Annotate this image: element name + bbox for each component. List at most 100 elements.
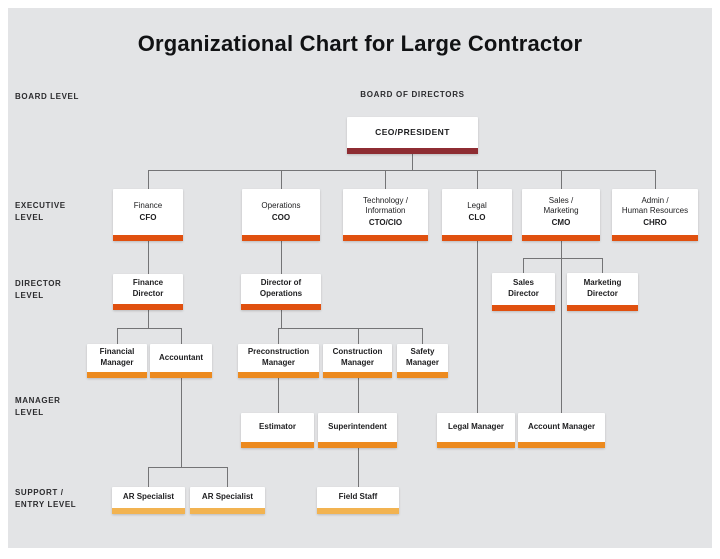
level-bar	[318, 442, 397, 448]
connector-line	[523, 258, 524, 273]
level-bar	[397, 372, 448, 378]
level-bar	[112, 508, 185, 514]
org-node-field-staff: Field Staff	[317, 487, 399, 514]
level-bar	[442, 235, 512, 241]
connector-line	[523, 258, 602, 259]
level-bar	[113, 235, 183, 241]
org-node-safety-manager: Safety Manager	[397, 344, 448, 378]
connector-line	[278, 328, 423, 329]
node-role: CHRO	[643, 217, 667, 227]
connector-line	[148, 310, 149, 328]
level-label-manager: MANAGER LEVEL	[15, 396, 61, 417]
org-node-ceo-president: CEO/PRESIDENT	[347, 117, 478, 154]
node-label: AR Specialist	[122, 492, 175, 502]
org-node-operations-coo: Operations COO	[242, 189, 320, 241]
connector-line	[561, 241, 562, 413]
level-label-director: DIRECTOR LEVEL	[15, 279, 62, 300]
level-bar	[190, 508, 265, 514]
node-department: Finance	[133, 201, 163, 211]
level-bar	[437, 442, 515, 448]
level-bar	[522, 235, 600, 241]
node-label: Marketing Director	[583, 278, 622, 298]
level-bar	[612, 235, 698, 241]
node-label: Estimator	[259, 422, 296, 432]
node-label: Preconstruction Manager	[247, 347, 310, 367]
connector-line	[148, 170, 149, 189]
org-node-ar-specialist-2: AR Specialist	[190, 487, 265, 514]
connector-line	[477, 170, 478, 189]
connector-line	[561, 170, 562, 189]
org-node-marketing-director: Marketing Director	[567, 273, 638, 311]
connector-line	[181, 378, 182, 467]
org-node-account-manager: Account Manager	[518, 413, 605, 448]
connector-line	[281, 310, 282, 328]
org-node-admin-hr-chro: Admin / Human Resources CHRO	[612, 189, 698, 241]
connector-line	[148, 467, 149, 487]
org-node-technology-cto-cio: Technology / Information CTO/CIO	[343, 189, 428, 241]
connector-line	[278, 328, 279, 344]
connector-line	[117, 328, 181, 329]
level-label-executive: EXECUTIVE LEVEL	[15, 201, 66, 222]
node-label: AR Specialist	[201, 492, 254, 502]
org-node-sales-marketing-cmo: Sales / Marketing CMO	[522, 189, 600, 241]
level-label-board: BOARD LEVEL	[15, 92, 79, 101]
level-bar	[241, 442, 314, 448]
level-bar	[150, 372, 212, 378]
node-role: COO	[271, 212, 291, 222]
connector-line	[655, 170, 656, 189]
node-role: CFO	[139, 212, 157, 222]
board-of-directors-label: BOARD OF DIRECTORS	[360, 90, 465, 99]
level-bar	[323, 372, 392, 378]
node-department: Sales / Marketing	[543, 196, 579, 216]
level-bar	[347, 148, 478, 154]
org-node-construction-manager: Construction Manager	[323, 344, 392, 378]
level-bar	[238, 372, 319, 378]
org-node-ar-specialist-1: AR Specialist	[112, 487, 185, 514]
org-node-estimator: Estimator	[241, 413, 314, 448]
org-node-preconstruction-manager: Preconstruction Manager	[238, 344, 319, 378]
node-label: Accountant	[159, 352, 203, 362]
connector-line	[281, 170, 282, 189]
connector-line	[385, 170, 386, 189]
connector-line	[477, 241, 478, 413]
connector-line	[602, 258, 603, 273]
node-label: Safety Manager	[406, 347, 439, 367]
node-role: CMO	[551, 217, 571, 227]
connector-line	[422, 328, 423, 344]
level-bar	[343, 235, 428, 241]
org-node-financial-manager: Financial Manager	[87, 344, 147, 378]
level-bar	[492, 305, 555, 311]
node-label: Construction Manager	[332, 347, 383, 367]
connector-line	[227, 467, 228, 487]
page-title: Organizational Chart for Large Contracto…	[137, 31, 583, 56]
node-label: Legal Manager	[447, 422, 504, 432]
node-department: Operations	[261, 201, 301, 211]
connector-line	[281, 241, 282, 274]
node-label: CEO/PRESIDENT	[375, 126, 450, 137]
connector-line	[181, 328, 182, 344]
connector-line	[412, 154, 413, 170]
org-node-legal-manager: Legal Manager	[437, 413, 515, 448]
node-label: Superintendent	[328, 422, 387, 432]
level-bar	[241, 304, 321, 310]
node-label: Director of Operations	[259, 278, 303, 298]
level-bar	[242, 235, 320, 241]
org-node-finance-director: Finance Director	[113, 274, 183, 310]
level-bar	[87, 372, 147, 378]
connector-line	[148, 170, 655, 171]
level-bar	[567, 305, 638, 311]
node-department: Legal	[467, 201, 487, 211]
level-bar	[113, 304, 183, 310]
connector-line	[148, 467, 227, 468]
connector-line	[148, 241, 149, 274]
level-bar	[518, 442, 605, 448]
connector-line	[358, 448, 359, 487]
org-node-director-of-operations: Director of Operations	[241, 274, 321, 310]
connector-line	[278, 378, 279, 413]
org-node-legal-clo: Legal CLO	[442, 189, 512, 241]
org-node-superintendent: Superintendent	[318, 413, 397, 448]
node-label: Account Manager	[527, 422, 596, 432]
node-department: Technology / Information	[363, 196, 408, 216]
connector-line	[117, 328, 118, 344]
level-label-support: SUPPORT / ENTRY LEVEL	[15, 488, 77, 509]
